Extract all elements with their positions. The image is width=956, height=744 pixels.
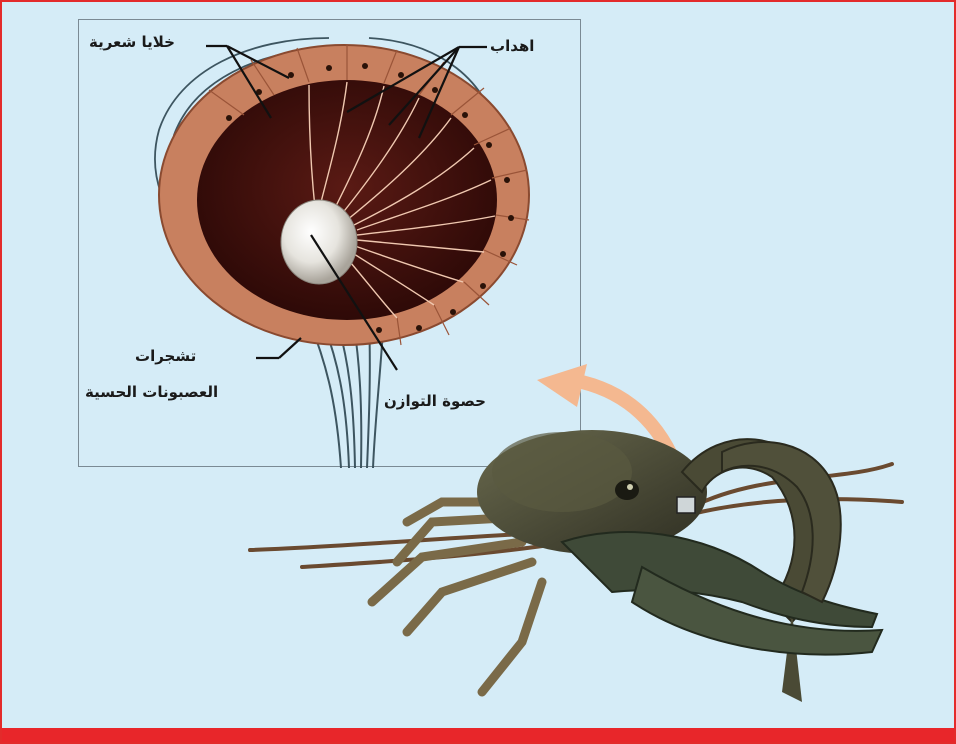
bottom-accent-bar: [2, 728, 956, 742]
statocyst-location-box: [677, 497, 695, 513]
crayfish-body: [477, 430, 882, 702]
